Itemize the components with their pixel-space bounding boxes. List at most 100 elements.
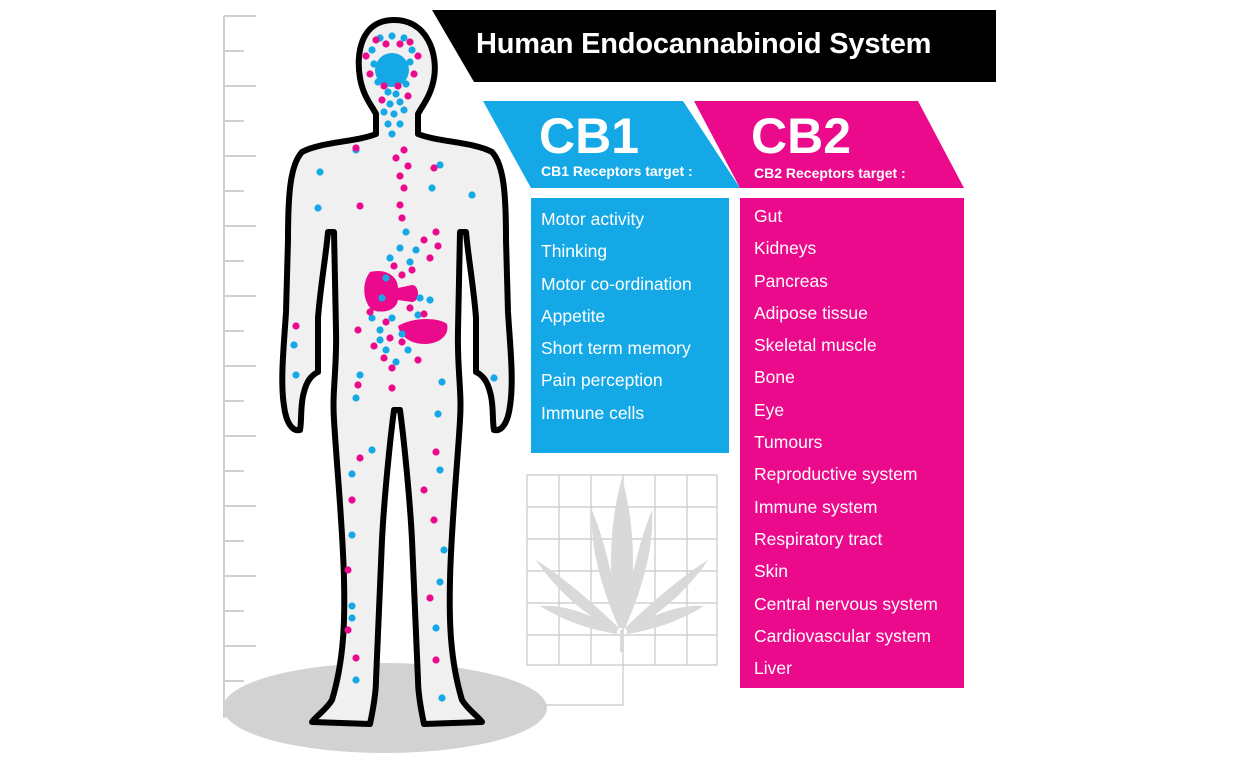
cb2-receptor-dot <box>356 202 364 210</box>
cb2-receptor-dot <box>374 304 382 312</box>
cb1-receptor-dot <box>376 326 384 334</box>
cb1-receptor-dot <box>292 371 300 379</box>
cb1-receptor-dot <box>414 311 422 319</box>
page-title: Human Endocannabinoid System <box>476 28 932 60</box>
cb2-target-item: Cardiovascular system <box>754 625 931 646</box>
cb2-receptor-dot <box>430 516 438 524</box>
cb2-receptor-dot <box>426 594 434 602</box>
cb2-receptor-dot <box>366 70 374 78</box>
cb2-receptor-dot <box>378 96 386 104</box>
cb2-receptor-dot <box>370 342 378 350</box>
cb2-receptor-dot <box>372 36 380 44</box>
cb1-receptor-dot <box>314 204 322 212</box>
cb2-target-item: Skeletal muscle <box>754 335 877 356</box>
cb2-receptor-dot <box>382 318 390 326</box>
cb2-receptor-dot <box>344 566 352 574</box>
cb1-receptor-dot <box>434 410 442 418</box>
cb1-receptor-dot <box>352 676 360 684</box>
cb2-receptor-dot <box>356 454 364 462</box>
cb2-title: CB2 <box>751 108 852 164</box>
cb1-target-item: Motor activity <box>541 209 645 229</box>
cb1-receptor-dot <box>368 446 376 454</box>
cb2-receptor-dot <box>426 254 434 262</box>
cb1-receptor-dot <box>398 330 406 338</box>
cb2-receptor-dot <box>388 364 396 372</box>
cb1-receptor-dot <box>400 106 408 114</box>
cb1-receptor-dot <box>396 244 404 252</box>
cb1-receptor-dot <box>352 394 360 402</box>
cb2-receptor-dot <box>432 228 440 236</box>
cb2-receptor-dot <box>398 214 406 222</box>
cb1-receptor-dot <box>376 336 384 344</box>
cb2-receptor-dot <box>432 656 440 664</box>
cb1-receptor-dot <box>428 184 436 192</box>
cb2-receptor-dot <box>352 654 360 662</box>
cb2-receptor-dot <box>366 308 374 316</box>
cb2-receptor-dot <box>406 304 414 312</box>
cb1-receptor-dot <box>392 358 400 366</box>
cb2-target-item: Pancreas <box>754 270 828 291</box>
cb1-receptor-dot <box>396 120 404 128</box>
cb2-receptor-dot <box>380 354 388 362</box>
cb1-header-shape <box>483 101 740 188</box>
cb2-header-shape <box>694 101 964 188</box>
cb2-target-item: Skin <box>754 561 789 582</box>
brain-center <box>375 53 409 87</box>
cb1-receptor-dot <box>406 258 414 266</box>
cb1-target-item: Pain perception <box>541 370 663 391</box>
cb1-receptor-dot <box>416 294 424 302</box>
cb1-receptor-dot <box>440 546 448 554</box>
cb1-receptor-dot <box>368 46 376 54</box>
cb2-receptor-dot <box>404 92 412 100</box>
cb2-receptor-dot <box>382 40 390 48</box>
cb1-receptor-dot <box>290 341 298 349</box>
cb1-receptor-dot <box>388 32 396 40</box>
cb2-receptor-dot <box>386 334 394 342</box>
liver-organ <box>398 319 448 344</box>
cb2-receptor-dot <box>410 70 418 78</box>
cb1-receptor-dot <box>438 694 446 702</box>
cb2-target-item: Reproductive system <box>754 464 918 485</box>
cb1-receptor-dot <box>382 274 390 282</box>
cb2-receptor-dot <box>404 162 412 170</box>
cb2-receptor-dot <box>396 201 404 209</box>
cb1-receptor-dot <box>348 470 356 478</box>
cb1-receptor-dot <box>390 110 398 118</box>
cb1-receptor-dot <box>436 578 444 586</box>
cb2-receptor-dot <box>398 271 406 279</box>
cannabis-leaf-icon <box>536 478 708 652</box>
cb2-target-item: Gut <box>754 206 783 226</box>
cb2-receptor-dot <box>406 38 414 46</box>
cb1-targets-list: Motor activity Thinking Motor co-ordinat… <box>531 198 729 429</box>
cb2-receptor-dot <box>408 266 416 274</box>
cb2-target-item: Central nervous system <box>754 593 938 614</box>
cb2-receptor-dot <box>392 154 400 162</box>
cb2-target-item: Eye <box>754 399 785 420</box>
cb1-receptor-dot <box>356 371 364 379</box>
cb2-target-item: Immune system <box>754 496 878 517</box>
cb2-receptor-dot <box>398 338 406 346</box>
cb1-receptor-dot <box>404 346 412 354</box>
cb2-receptor-dot <box>352 144 360 152</box>
cb1-receptor-dot <box>348 531 356 539</box>
cb1-receptor-dot <box>386 100 394 108</box>
cb2-receptor-dot <box>420 486 428 494</box>
cb1-receptor-dot <box>316 168 324 176</box>
cb1-targets-panel: Motor activity Thinking Motor co-ordinat… <box>531 198 729 453</box>
cb1-receptor-dot <box>402 80 410 88</box>
cb2-receptor-dot <box>394 82 402 90</box>
cb1-receptor-dot <box>490 374 498 382</box>
cb2-receptor-dot <box>396 172 404 180</box>
cb2-receptor-dot <box>388 384 396 392</box>
body-silhouette <box>279 17 515 727</box>
cb2-target-item: Adipose tissue <box>754 302 868 323</box>
cb1-receptor-dot <box>432 624 440 632</box>
cb1-receptor-dot <box>388 130 396 138</box>
cb1-receptor-dot <box>436 161 444 169</box>
cb2-receptor-dot <box>390 262 398 270</box>
cb1-target-item: Short term memory <box>541 338 691 359</box>
cb2-target-item: Respiratory tract <box>754 528 883 549</box>
cb1-receptor-dot <box>402 228 410 236</box>
